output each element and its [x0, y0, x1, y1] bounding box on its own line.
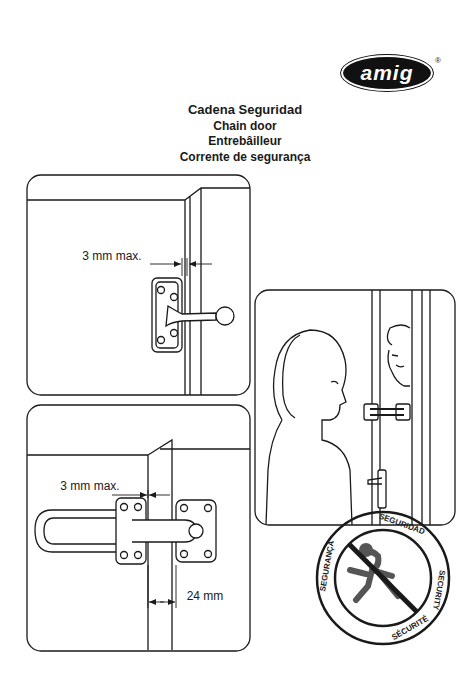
man-face	[387, 325, 410, 386]
sign-text: SEGURANÇA	[318, 540, 336, 592]
panel	[255, 290, 455, 525]
sign-slash	[349, 544, 417, 612]
guard-arm	[370, 409, 404, 415]
dimension-line	[150, 264, 181, 265]
dimension-label: 3 mm max.	[80, 249, 143, 263]
subtitle: Entrebâilleur	[208, 134, 281, 148]
woman-eye	[331, 381, 338, 384]
lever	[166, 306, 216, 326]
panel	[27, 175, 250, 395]
door-edge	[27, 440, 250, 650]
guard-loop	[132, 520, 196, 542]
title: Cadena Seguridad	[188, 102, 302, 117]
woman-figure	[266, 330, 352, 525]
woman-hair	[283, 335, 300, 418]
dimension-label: 24 mm	[185, 589, 226, 603]
door-handle	[378, 470, 386, 508]
door-frame	[27, 188, 250, 395]
knob	[216, 307, 234, 325]
guard-arm	[35, 510, 118, 552]
logo-text: amig	[360, 61, 413, 85]
registered-mark: ®	[435, 56, 441, 65]
subtitle: Corrente de segurança	[180, 150, 311, 164]
mount-plate	[396, 404, 410, 420]
dimension-line	[112, 495, 147, 496]
mount-plate	[364, 404, 378, 420]
intruder-figure	[350, 552, 398, 600]
door-frame	[372, 290, 430, 525]
sign-ring	[317, 512, 449, 644]
subtitle: Chain door	[213, 119, 276, 133]
logo-oval: amig	[343, 57, 431, 89]
dimension-label: 3 mm max.	[58, 479, 121, 493]
panel	[27, 405, 250, 651]
